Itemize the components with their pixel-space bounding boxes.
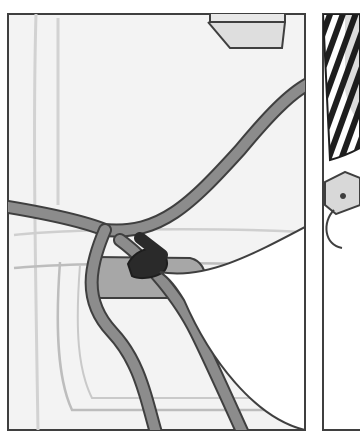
- left-detail-panel: [0, 14, 312, 439]
- seat-belt-webbing: [323, 14, 360, 160]
- right-detail-panel: [323, 14, 360, 430]
